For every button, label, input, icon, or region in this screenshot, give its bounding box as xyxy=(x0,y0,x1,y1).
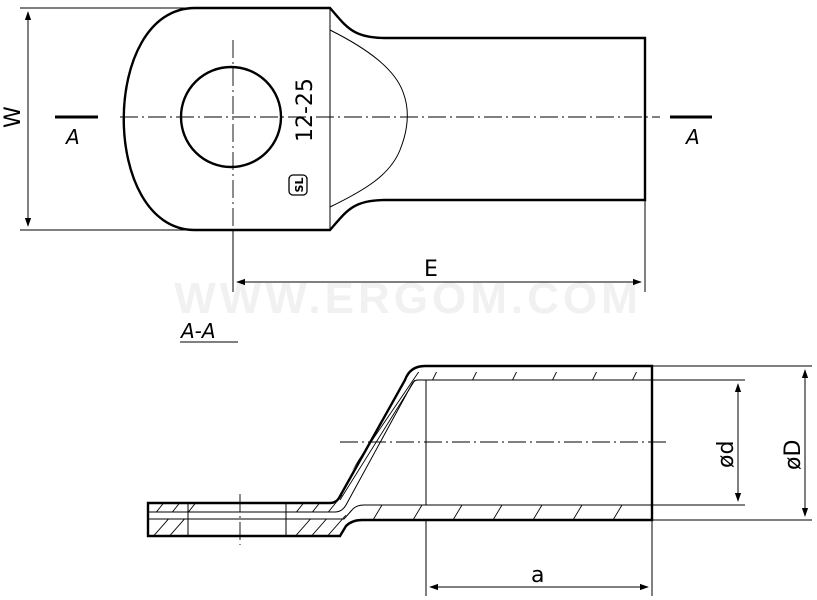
hatching-bottom-wall xyxy=(149,505,626,536)
section-title: A-A xyxy=(179,319,216,343)
section-marker-right: A xyxy=(684,125,700,149)
section-inner-bore-bottom xyxy=(148,504,652,520)
palm-bulge-upper xyxy=(329,29,408,208)
dim-width: W xyxy=(1,106,26,128)
dim-outer-diameter: øD xyxy=(781,440,806,470)
dim-barrel-length: a xyxy=(531,563,544,588)
hatching-top-wall xyxy=(149,372,641,512)
svg-text:SL: SL xyxy=(293,178,306,193)
marking-logo: SL xyxy=(288,174,308,196)
dim-inner-diameter: ød xyxy=(714,441,739,468)
top-view: A A 12-25 SL W E xyxy=(1,6,712,292)
section-outer-contour xyxy=(146,364,654,538)
lug-outline xyxy=(122,6,647,232)
dim-length: E xyxy=(424,257,438,282)
section-inner-bore xyxy=(148,379,652,513)
section-marker-left: A xyxy=(64,125,80,149)
section-view: ød øD a xyxy=(146,364,812,596)
watermark: WWW.ERGOM.COM xyxy=(174,274,642,323)
marking-size: 12-25 xyxy=(293,78,318,142)
